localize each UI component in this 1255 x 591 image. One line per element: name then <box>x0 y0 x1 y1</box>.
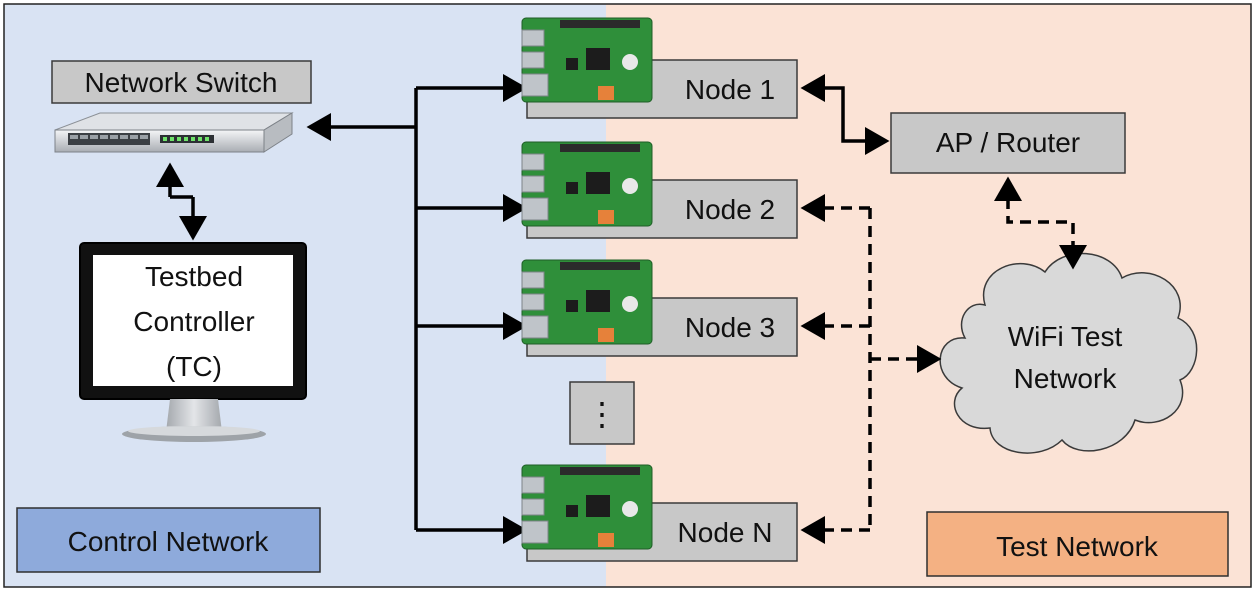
node-3-label: Node 3 <box>685 312 775 343</box>
wifi-label-line1: WiFi Test <box>1008 321 1123 352</box>
raspberry-pi-board-icon <box>521 17 653 103</box>
router-label: AP / Router <box>936 127 1080 158</box>
network-switch-label: Network Switch <box>85 67 278 98</box>
node-2-label: Node 2 <box>685 194 775 225</box>
node-2: Node 2 <box>521 141 798 239</box>
node1-router-link <box>800 74 890 155</box>
router-box <box>890 112 1126 174</box>
more-nodes-ellipsis: ⋮ <box>586 396 618 432</box>
control-network-label-box <box>16 507 321 573</box>
test-network-label-box <box>926 511 1229 577</box>
network-switch-icon <box>54 112 294 153</box>
node-3: Node 3 <box>521 259 798 357</box>
controller-label-line3: (TC) <box>166 351 222 382</box>
test-network-label: Test Network <box>996 531 1159 562</box>
monitor-icon <box>79 242 307 442</box>
raspberry-pi-board-icon <box>521 464 653 550</box>
node-n-label: Node N <box>678 517 773 548</box>
wifi-label-line2: Network <box>1014 363 1118 394</box>
node-n: Node N <box>521 464 798 562</box>
more-nodes-box <box>569 381 635 445</box>
router-wifi-link <box>994 176 1087 270</box>
wifi-cloud-shape <box>939 252 1198 454</box>
raspberry-pi-board-icon <box>521 141 653 227</box>
controller-label-line2: Controller <box>133 306 254 337</box>
raspberry-pi-board-icon <box>521 259 653 345</box>
control-network-label: Control Network <box>68 526 270 557</box>
node-1: Node 1 <box>521 17 798 119</box>
diagram-border <box>3 3 1252 588</box>
controller-label-line1: Testbed <box>145 261 243 292</box>
network-switch-label-box <box>51 60 312 104</box>
node-1-label: Node 1 <box>685 74 775 105</box>
